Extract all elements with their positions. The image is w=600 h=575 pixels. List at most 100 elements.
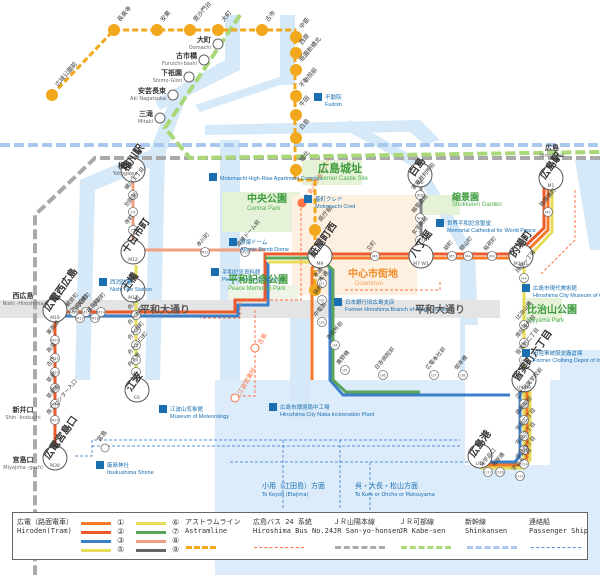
tram-major-station[interactable] bbox=[307, 243, 333, 269]
astram-station-dot[interactable] bbox=[290, 90, 302, 102]
tram-station[interactable] bbox=[429, 370, 439, 380]
tram-station[interactable] bbox=[131, 340, 141, 350]
tram-major-station[interactable] bbox=[538, 165, 564, 191]
astram-station-dot[interactable] bbox=[290, 109, 302, 121]
astram-station-dot[interactable] bbox=[212, 24, 224, 36]
tram-station-code: M25 bbox=[51, 418, 60, 423]
tram-station[interactable] bbox=[515, 471, 525, 481]
tram-station[interactable] bbox=[50, 335, 60, 345]
tram-major-station[interactable] bbox=[124, 377, 150, 403]
tram-station[interactable] bbox=[128, 225, 138, 235]
jr-station-ja: 西広島 bbox=[13, 291, 34, 300]
tram-station[interactable] bbox=[487, 251, 497, 261]
tram-major-station[interactable] bbox=[42, 445, 68, 471]
tram-station[interactable] bbox=[330, 340, 340, 350]
legend-tram-line-swatch bbox=[81, 531, 111, 534]
tram-station[interactable] bbox=[415, 190, 425, 200]
tram-major-station[interactable] bbox=[120, 157, 146, 183]
tram-station[interactable] bbox=[415, 235, 425, 245]
tram-station[interactable] bbox=[128, 207, 138, 217]
poi-label-ja: 日本銀行旧広島支店 bbox=[345, 298, 395, 306]
astram-station-label: 長楽寺 bbox=[115, 4, 133, 23]
legend-astram-line bbox=[186, 546, 216, 549]
tram-station[interactable] bbox=[96, 307, 106, 317]
legend-bus-ja: 広島バス 24 系統 bbox=[253, 518, 312, 526]
tram-station[interactable] bbox=[75, 313, 85, 323]
tram-station[interactable] bbox=[131, 310, 141, 320]
tram-station[interactable] bbox=[50, 399, 60, 409]
astram-station-dot[interactable] bbox=[108, 24, 120, 36]
tram-station[interactable] bbox=[519, 431, 529, 441]
tram-station[interactable] bbox=[131, 325, 141, 335]
tram-station[interactable] bbox=[240, 247, 250, 257]
tram-station[interactable] bbox=[90, 313, 100, 323]
tram-station[interactable] bbox=[519, 415, 529, 425]
tram-station[interactable] bbox=[519, 445, 529, 455]
jr-kabe-station[interactable] bbox=[198, 54, 210, 66]
tram-major-station[interactable] bbox=[407, 162, 433, 188]
tram-station[interactable] bbox=[50, 367, 60, 377]
tram-station[interactable] bbox=[81, 307, 91, 317]
tram-major-station[interactable] bbox=[42, 297, 68, 323]
astram-station-dot[interactable] bbox=[290, 132, 302, 144]
poi-label-en: Itsukushima Shrine bbox=[107, 470, 154, 476]
ship-stop-miyajima[interactable] bbox=[100, 443, 110, 453]
astram-station-dot[interactable] bbox=[290, 47, 302, 59]
tram-station[interactable] bbox=[458, 370, 468, 380]
facility-icon bbox=[334, 298, 342, 306]
astram-station-dot[interactable] bbox=[309, 284, 321, 296]
bus24-stop[interactable] bbox=[250, 343, 260, 353]
astram-station-dot[interactable] bbox=[256, 24, 268, 36]
tram-station[interactable] bbox=[340, 365, 350, 375]
bus24-stop[interactable] bbox=[230, 393, 240, 403]
jr-kabe-station[interactable] bbox=[183, 71, 195, 83]
tram-station-code: H6 bbox=[521, 323, 527, 328]
jr-kabe-station-ja: 三滝 bbox=[139, 109, 153, 118]
tram-major-station[interactable] bbox=[508, 243, 534, 269]
tram-station[interactable] bbox=[415, 213, 425, 223]
legend-tram-line-number: ⑥ bbox=[172, 518, 180, 527]
tram-station[interactable] bbox=[370, 251, 380, 261]
tram-station[interactable] bbox=[69, 307, 79, 317]
astram-station-dot[interactable] bbox=[184, 24, 196, 36]
tram-station[interactable] bbox=[463, 251, 473, 261]
tram-station[interactable] bbox=[447, 251, 457, 261]
tram-station[interactable] bbox=[128, 190, 138, 200]
jr-kabe-station[interactable] bbox=[167, 89, 179, 101]
tram-station[interactable] bbox=[317, 295, 327, 305]
tram-station[interactable] bbox=[543, 207, 553, 217]
poi-label-en: Motomachi High-Rise Apartment Complex bbox=[220, 176, 323, 182]
tram-station[interactable] bbox=[519, 320, 529, 330]
astram-station-dot[interactable] bbox=[290, 64, 302, 76]
tram-station[interactable] bbox=[519, 459, 529, 469]
tram-station[interactable] bbox=[50, 353, 60, 363]
astram-station-dot[interactable] bbox=[151, 24, 163, 36]
astram-station-dot[interactable] bbox=[290, 164, 302, 176]
tram-station[interactable] bbox=[483, 467, 493, 477]
tram-major-station[interactable] bbox=[511, 367, 537, 393]
jr-kabe-station[interactable] bbox=[154, 112, 166, 124]
tram-station-code: M15 bbox=[82, 310, 91, 315]
astram-station-dot[interactable] bbox=[309, 224, 321, 236]
tram-station[interactable] bbox=[317, 278, 327, 288]
tram-station-code: U2 bbox=[319, 298, 325, 303]
tram-station[interactable] bbox=[378, 370, 388, 380]
tram-station[interactable] bbox=[50, 415, 60, 425]
tram-station[interactable] bbox=[50, 383, 60, 393]
astram-station-dot[interactable] bbox=[46, 89, 58, 101]
tram-station[interactable] bbox=[519, 399, 529, 409]
tram-station[interactable] bbox=[317, 317, 327, 327]
tram-major-station[interactable] bbox=[467, 443, 493, 469]
astram-station-dot[interactable] bbox=[290, 31, 302, 43]
astram-track bbox=[50, 28, 317, 290]
tram-station[interactable] bbox=[519, 273, 529, 283]
tram-station[interactable] bbox=[519, 338, 529, 348]
tram-major-station[interactable] bbox=[120, 277, 146, 303]
tram-major-station[interactable] bbox=[120, 239, 146, 265]
tram-station[interactable] bbox=[131, 367, 141, 377]
tram-station[interactable] bbox=[200, 247, 210, 257]
tram-station[interactable] bbox=[495, 467, 505, 477]
jr-kabe-station[interactable] bbox=[212, 38, 224, 50]
tram-station[interactable] bbox=[131, 355, 141, 365]
